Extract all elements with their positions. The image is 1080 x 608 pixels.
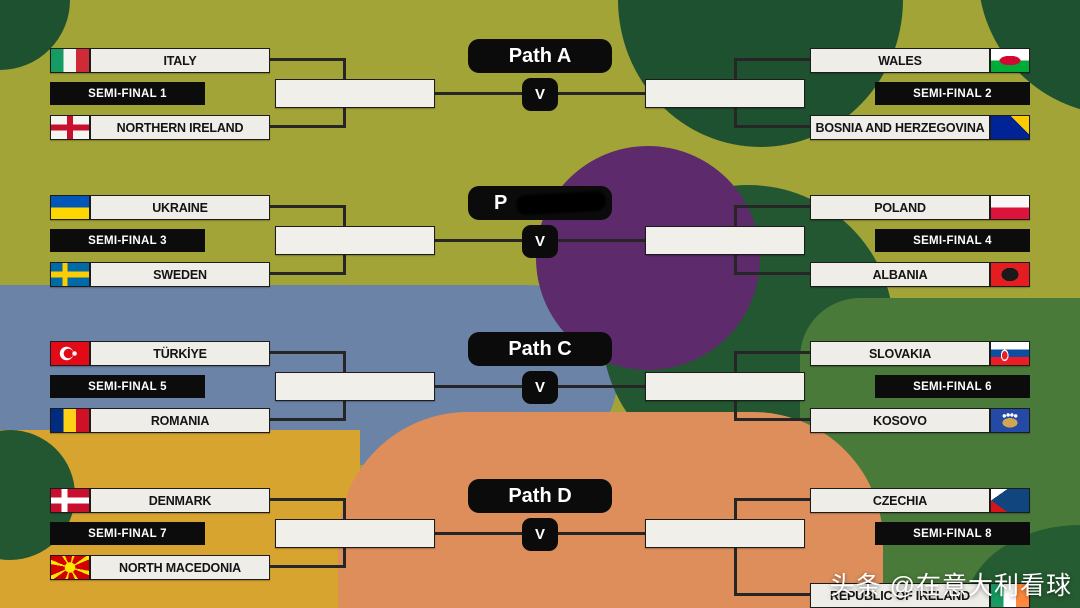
team-sweden: SWEDEN: [90, 262, 270, 287]
team-ukraine: UKRAINE: [90, 195, 270, 220]
team-italy: ITALY: [90, 48, 270, 73]
team-albania: ALBANIA: [810, 262, 990, 287]
bracket-line: [268, 125, 346, 128]
versus-label-c: V: [522, 371, 558, 404]
bracket-line: [734, 498, 812, 501]
northern-ireland-flag-icon: [50, 115, 90, 140]
bracket-line: [734, 593, 812, 596]
semi-final-3-winner-slot: [275, 226, 435, 255]
turkiye-flag-icon: [50, 341, 90, 366]
bracket-line: [734, 351, 812, 354]
ukraine-flag-icon: [50, 195, 90, 220]
team-czechia: CZECHIA: [810, 488, 990, 513]
semi-final-6-winner-slot: [645, 372, 805, 401]
semi-final-4-winner-slot: [645, 226, 805, 255]
romania-flag-icon: [50, 408, 90, 433]
team-northern-ireland: NORTHERN IRELAND: [90, 115, 270, 140]
path-a-label: Path A: [468, 39, 612, 73]
path-a-bracket: ITALY SEMI-FINAL 1 NORTHERN IRELAND WALE…: [0, 39, 1080, 193]
bracket-line: [734, 418, 812, 421]
semi-final-8-winner-slot: [645, 519, 805, 548]
team-republic-of-ireland: REPUBLIC OF IRELAND: [810, 583, 990, 608]
bracket-line: [268, 272, 346, 275]
kosovo-flag-icon: [990, 408, 1030, 433]
bg-blob-salmon: [338, 412, 883, 608]
ireland-flag-icon: [990, 583, 1030, 608]
team-slovakia: SLOVAKIA: [810, 341, 990, 366]
semi-final-6-label: SEMI-FINAL 6: [875, 375, 1030, 398]
team-romania: ROMANIA: [90, 408, 270, 433]
bracket-line: [734, 205, 812, 208]
bracket-line: [435, 385, 522, 388]
path-b-label: P: [468, 186, 612, 220]
path-c-label: Path C: [468, 332, 612, 366]
watermark: 头条 @在意大利看球: [829, 572, 1072, 600]
path-b-label-text: P: [494, 191, 508, 214]
path-d-label: Path D: [468, 479, 612, 513]
bracket-line: [435, 92, 522, 95]
semi-final-5-label: SEMI-FINAL 5: [50, 375, 205, 398]
bracket-line: [268, 418, 346, 421]
semi-final-1-label: SEMI-FINAL 1: [50, 82, 205, 105]
czechia-flag-icon: [990, 488, 1030, 513]
bracket-line: [268, 58, 346, 61]
versus-label-d: V: [522, 518, 558, 551]
bracket-line: [558, 385, 645, 388]
poland-flag-icon: [990, 195, 1030, 220]
albania-flag-icon: [990, 262, 1030, 287]
semi-final-2-label: SEMI-FINAL 2: [875, 82, 1030, 105]
team-wales: WALES: [810, 48, 990, 73]
bracket-line: [435, 532, 522, 535]
bracket-line: [268, 565, 346, 568]
bracket-line: [435, 239, 522, 242]
team-kosovo: KOSOVO: [810, 408, 990, 433]
versus-label-b: V: [522, 225, 558, 258]
semi-final-8-label: SEMI-FINAL 8: [875, 522, 1030, 545]
versus-label-a: V: [522, 78, 558, 111]
italy-flag-icon: [50, 48, 90, 73]
north-macedonia-flag-icon: [50, 555, 90, 580]
bracket-line: [734, 125, 812, 128]
team-poland: POLAND: [810, 195, 990, 220]
team-bosnia-herzegovina: BOSNIA AND HERZEGOVINA: [810, 115, 990, 140]
bracket-line: [268, 498, 346, 501]
semi-final-4-label: SEMI-FINAL 4: [875, 229, 1030, 252]
path-d-bracket: DENMARK SEMI-FINAL 7 NORTH MACEDONIA CZE…: [0, 479, 1080, 608]
bracket-line: [268, 351, 346, 354]
sweden-flag-icon: [50, 262, 90, 287]
bracket-line: [734, 272, 812, 275]
semi-final-1-winner-slot: [275, 79, 435, 108]
semi-final-5-winner-slot: [275, 372, 435, 401]
path-c-bracket: TÜRKİYE SEMI-FINAL 5 ROMANIA SLOVAKIA SE…: [0, 332, 1080, 486]
bracket-line: [558, 532, 645, 535]
semi-final-2-winner-slot: [645, 79, 805, 108]
semi-final-7-label: SEMI-FINAL 7: [50, 522, 205, 545]
bosnia-herzegovina-flag-icon: [990, 115, 1030, 140]
wales-flag-icon: [990, 48, 1030, 73]
denmark-flag-icon: [50, 488, 90, 513]
bracket-line: [558, 92, 645, 95]
bracket-line: [268, 205, 346, 208]
semi-final-7-winner-slot: [275, 519, 435, 548]
team-denmark: DENMARK: [90, 488, 270, 513]
bracket-line: [558, 239, 645, 242]
path-b-bracket: UKRAINE SEMI-FINAL 3 SWEDEN POLAND SEMI-…: [0, 186, 1080, 340]
team-turkiye: TÜRKİYE: [90, 341, 270, 366]
censor-smudge: [515, 190, 607, 216]
semi-final-3-label: SEMI-FINAL 3: [50, 229, 205, 252]
bracket-line: [734, 58, 812, 61]
slovakia-flag-icon: [990, 341, 1030, 366]
team-north-macedonia: NORTH MACEDONIA: [90, 555, 270, 580]
